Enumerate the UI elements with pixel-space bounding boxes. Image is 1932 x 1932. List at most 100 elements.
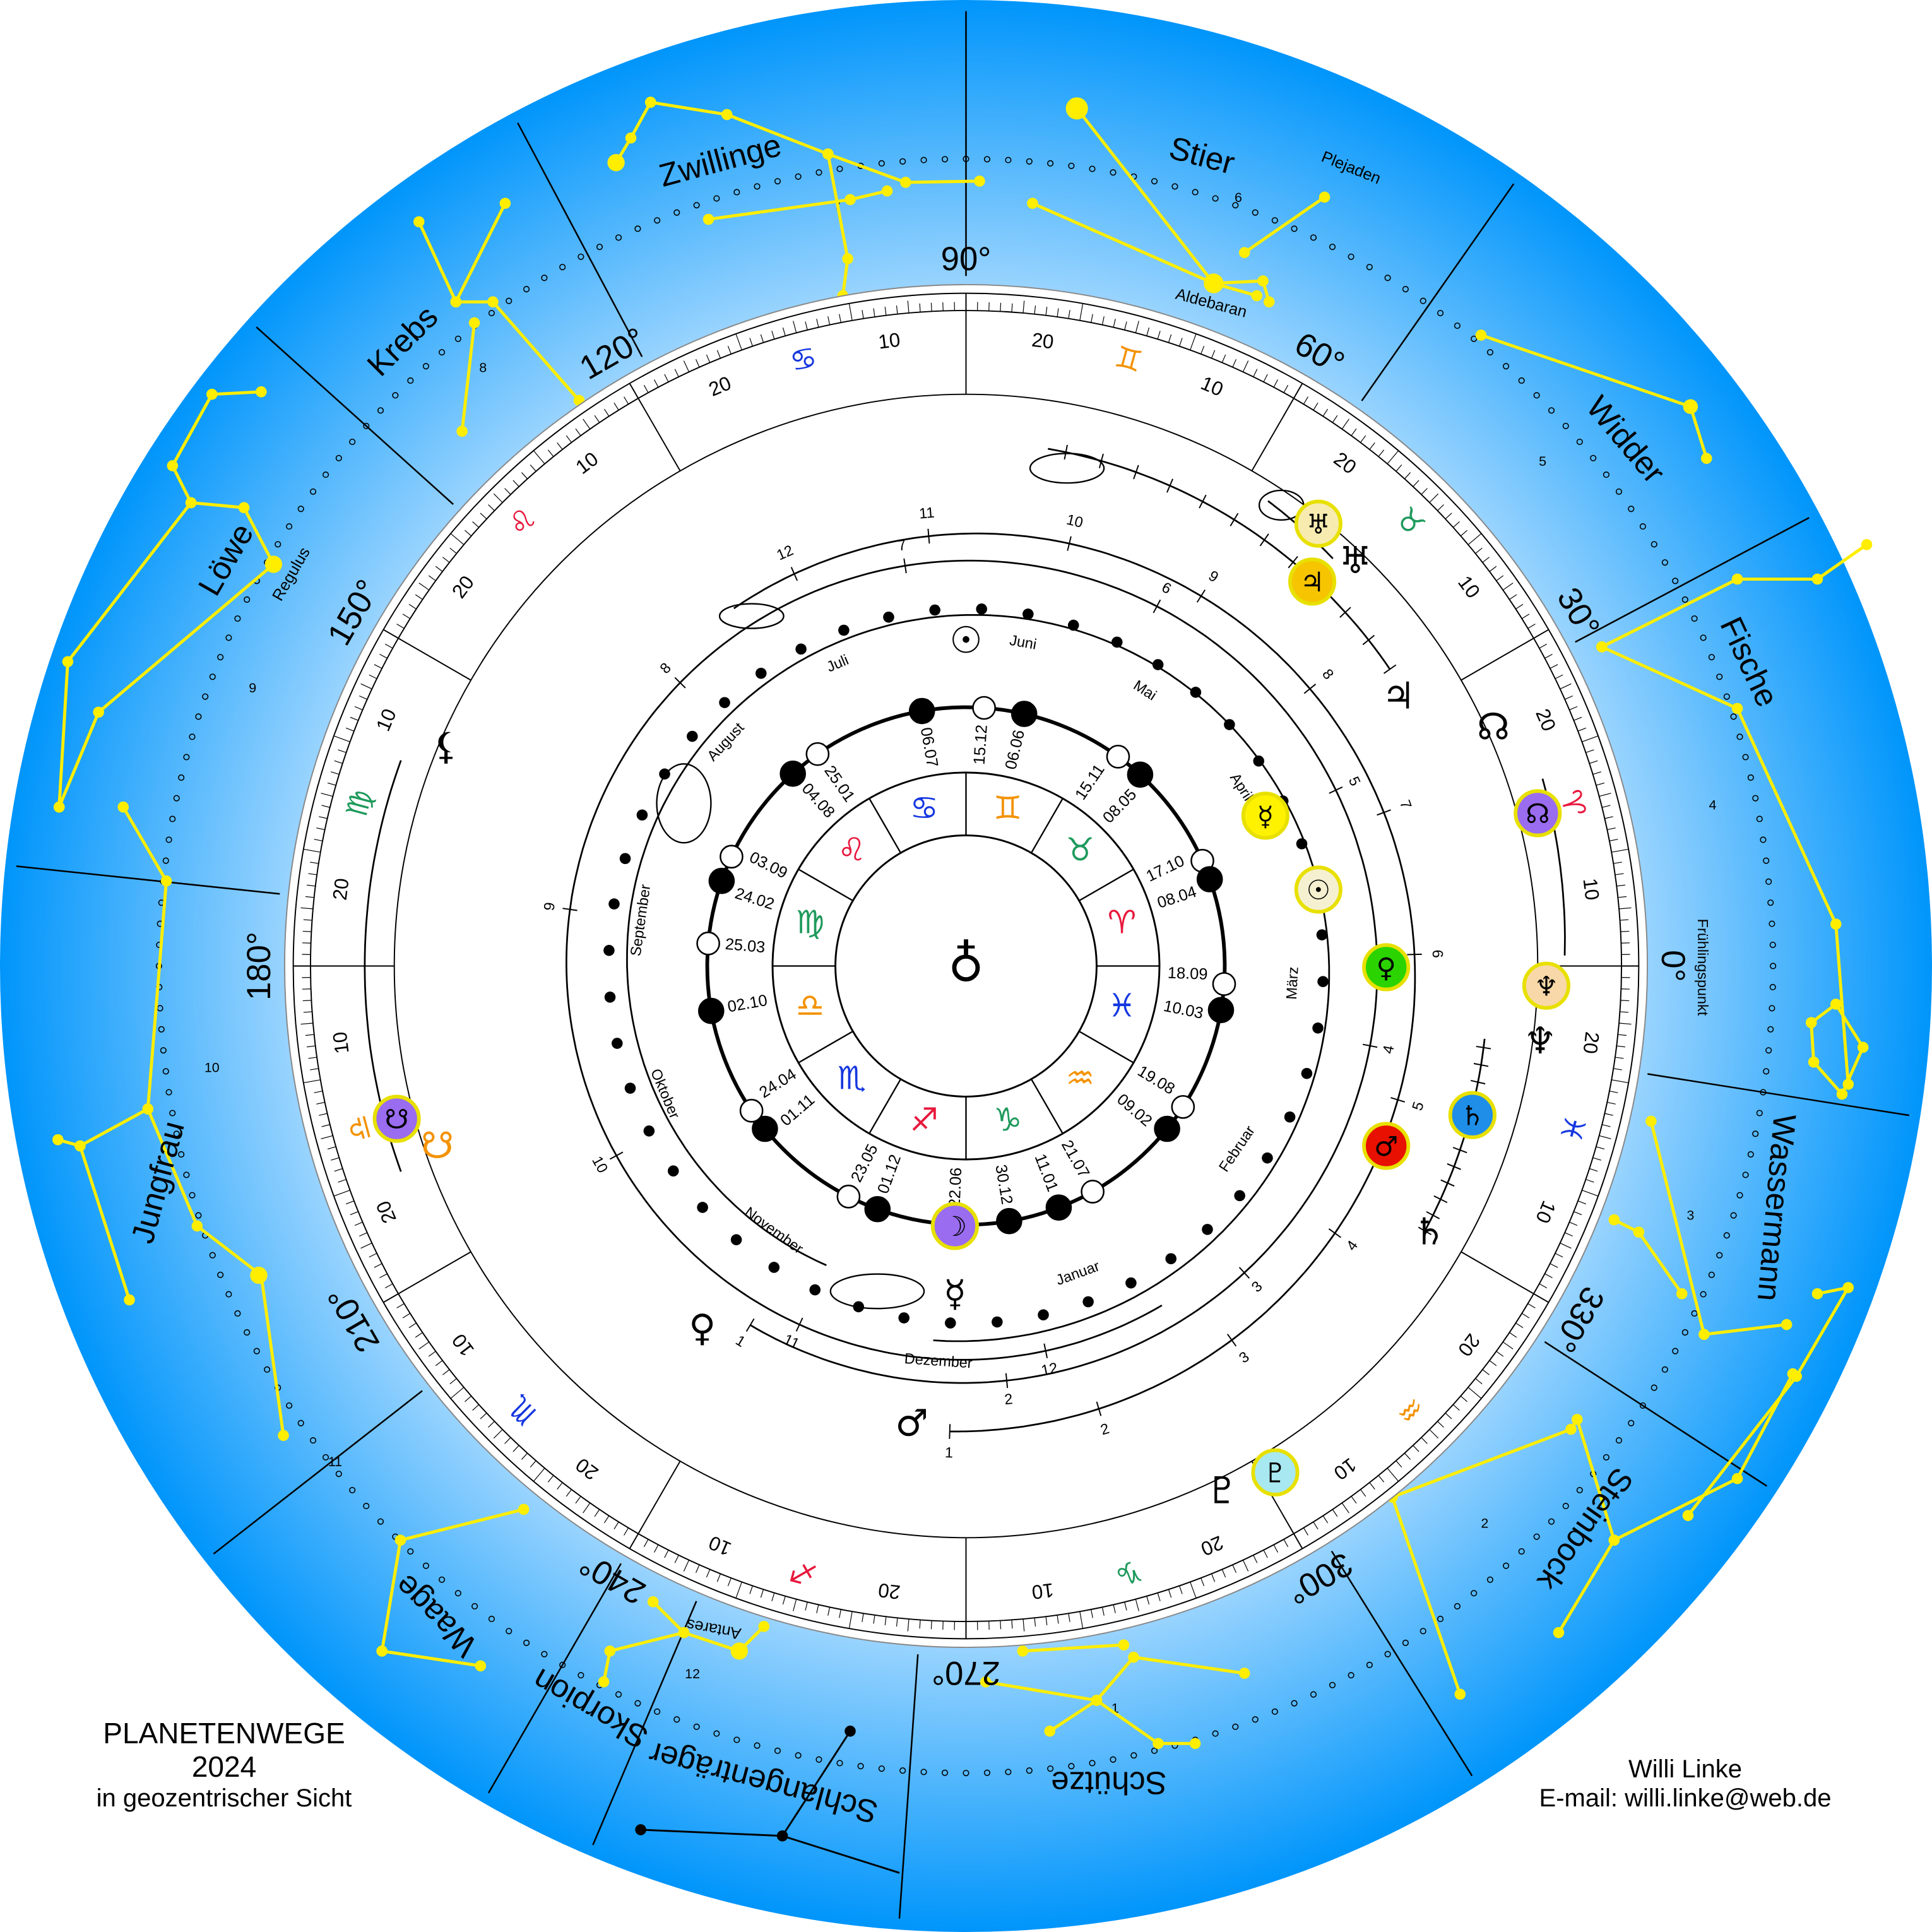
degree-tick [1421, 1437, 1428, 1444]
ecliptic-dot [1310, 1691, 1317, 1698]
ecliptic-dot [1212, 1730, 1219, 1737]
ecliptic-dot [1548, 1518, 1555, 1525]
degree-tick [418, 583, 430, 591]
saturn-path-tick [1426, 1211, 1440, 1219]
constellation-line [1601, 645, 1850, 1085]
degree-tick [1211, 1573, 1216, 1582]
degree-tick [1616, 1045, 1625, 1048]
new-moon-marker [779, 761, 806, 787]
saturn-path-tick [1447, 1163, 1461, 1170]
star [142, 1103, 154, 1115]
ecliptic-month-mark: 1 [1111, 1701, 1119, 1716]
degree-tick [1615, 1057, 1624, 1059]
star [206, 388, 218, 400]
ecliptic-dot [488, 309, 495, 317]
degree-tick [396, 624, 405, 629]
degree-tick [1569, 706, 1578, 711]
degree-tick [308, 1057, 317, 1059]
star [160, 875, 172, 887]
ecliptic-dot [1681, 1329, 1688, 1336]
star [1118, 1639, 1130, 1650]
degree-tick [930, 302, 932, 312]
ecliptic-dot [377, 407, 384, 414]
ecliptic-dot [1576, 1486, 1583, 1494]
degree-tick [316, 827, 325, 831]
ecliptic-dot [1730, 713, 1737, 720]
star [1027, 198, 1038, 209]
title: PLANETENWEGE [103, 1717, 345, 1750]
retrograde-loop [829, 1273, 925, 1310]
degree-tick [695, 359, 700, 367]
ecliptic-dot [1471, 1590, 1478, 1597]
star [1238, 1668, 1250, 1679]
saturn-path-tick [1471, 1079, 1486, 1085]
ecliptic-dot [654, 217, 661, 224]
jupiter-path-tick [1339, 607, 1351, 618]
ecliptic-dot [1615, 1437, 1623, 1444]
ecliptic-month-mark: 3 [1686, 1208, 1694, 1223]
ecliptic-dot [523, 1639, 530, 1646]
mars-path-tick [1377, 809, 1391, 816]
degree-tick [1602, 1124, 1611, 1127]
ecliptic-dot [275, 541, 282, 548]
author-email[interactable]: E-mail: willi.linke@web.de [1539, 1784, 1832, 1812]
degree-tick [354, 706, 363, 711]
degree-tick [1452, 1404, 1460, 1411]
degree-tick [504, 1437, 511, 1444]
star [52, 1134, 64, 1146]
degree-tick [338, 1179, 347, 1183]
sun-path-dot [768, 1262, 780, 1273]
degree-tick [345, 727, 355, 732]
degree-tick [1609, 1091, 1618, 1093]
neptune-icon: ♆ [1534, 971, 1559, 1002]
venus-path-tick-label: 9 [541, 901, 559, 912]
degree-tick [816, 319, 819, 328]
degree-tick [1615, 873, 1624, 875]
degree-tick [1560, 1242, 1572, 1249]
degree-tick [1611, 848, 1629, 853]
sun-path-dot [1111, 636, 1123, 648]
star [1319, 191, 1330, 203]
ecliptic-dot [407, 377, 414, 384]
ecliptic-dot [693, 202, 700, 209]
ecliptic-dot [244, 596, 251, 603]
degree-tick [873, 308, 875, 317]
inner-zodiac-symbol: ♋ [910, 789, 939, 826]
degree-tick [771, 1592, 775, 1601]
degree-tick [1273, 379, 1279, 388]
north-node-disc [1514, 789, 1562, 838]
ecliptic-dot [1419, 1628, 1426, 1635]
mercury-disc [1241, 791, 1289, 840]
author-block: Willi Linke E-mail: willi.linke@web.de [1515, 1755, 1856, 1813]
inner-zodiac-wheel: ♈♉♊♋♌♍♎♏♐♑♒♓ [771, 771, 1161, 1161]
new-moon-marker [708, 867, 735, 894]
degree-tick [333, 1190, 350, 1197]
moon-phase-date: 25.03 [725, 935, 766, 956]
degree-tick [1369, 442, 1375, 450]
ecliptic-dot [878, 1765, 885, 1772]
sun-path-dot [1202, 1224, 1213, 1235]
ecliptic-dot [1232, 1723, 1239, 1730]
new-moon-marker [1127, 761, 1154, 788]
degree-tick [1502, 583, 1514, 591]
bright-star [730, 1642, 748, 1660]
sun-path-dot [1067, 619, 1079, 631]
saturn-path-tick [1452, 1147, 1467, 1154]
ecliptic-dot [335, 1471, 342, 1478]
ecliptic-dot [1252, 209, 1259, 216]
degree-tick [300, 1022, 313, 1025]
ecliptic-dot [1672, 578, 1679, 584]
degree-tick [547, 1475, 554, 1483]
ecliptic-dot [309, 1437, 317, 1444]
inner-sector-line [1030, 1079, 1064, 1134]
degree-tick [480, 513, 487, 519]
sun-path-dot [1317, 976, 1329, 987]
ecliptic-dot [1068, 1763, 1075, 1770]
ecliptic-dot [733, 1736, 740, 1743]
degree-tick [428, 1351, 436, 1357]
jupiter-label: ♃ [1382, 674, 1415, 717]
constellation-line [1031, 201, 1214, 285]
sign-boundary [629, 382, 681, 471]
ecliptic-dot [1310, 234, 1317, 241]
ecliptic-dot [1252, 1716, 1259, 1723]
